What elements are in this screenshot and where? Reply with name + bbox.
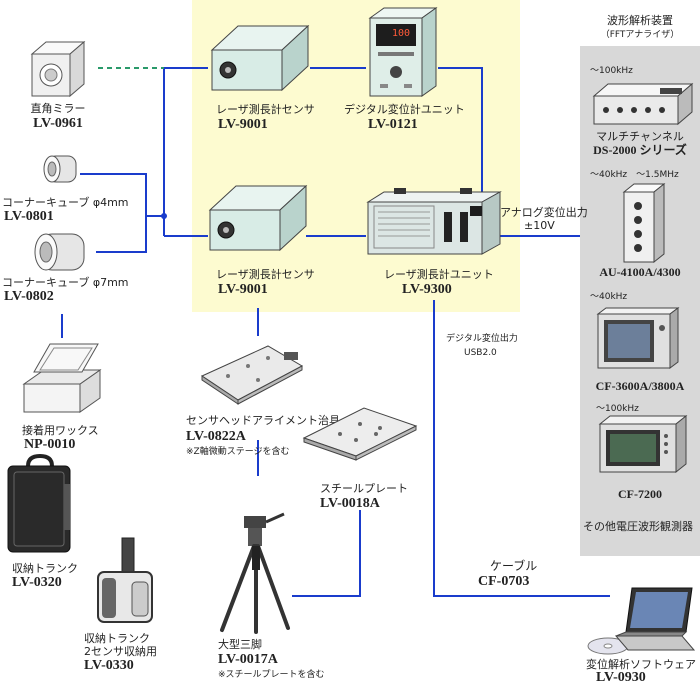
analog-output-label: アナログ変位出力 <box>500 206 588 219</box>
mirror-code: LV-0961 <box>33 116 83 131</box>
tripod-name: 大型三脚 <box>218 638 262 651</box>
sensor2-name: レーザ測長計センサ <box>216 268 315 281</box>
alignment-jig-image <box>200 345 304 405</box>
laser-measure-unit-image <box>366 188 502 255</box>
wire-software <box>433 300 610 597</box>
cable-name: ケーブル <box>490 559 538 573</box>
wire-digital-unit <box>438 67 483 192</box>
trunk-name: 収納トランク <box>12 562 78 575</box>
digital-output-label: デジタル変位出力 <box>446 334 518 344</box>
ds2000-name: マルチチャンネル <box>596 130 684 143</box>
wax-code: NP-0010 <box>24 437 76 452</box>
unit-code: LV-9300 <box>402 282 452 297</box>
sensor2-code: LV-9001 <box>218 282 268 297</box>
cube7-code: LV-0802 <box>4 289 54 304</box>
steel-plate-image <box>302 407 418 461</box>
trunk-code: LV-0320 <box>12 575 62 590</box>
cube4-name: コーナーキューブ φ4mm <box>2 196 129 209</box>
plate-name: スチールプレート <box>320 482 408 495</box>
cube4-code: LV-0801 <box>4 209 54 224</box>
digital-code: LV-0121 <box>368 117 418 132</box>
tripod-code: LV-0017A <box>218 652 278 667</box>
sensor1-name: レーザ測長計センサ <box>216 103 315 116</box>
analyzer-title: 波形解析装置 <box>607 14 673 27</box>
trunk2-code: LV-0330 <box>84 658 134 673</box>
analyzer-subtitle: （FFTアナライザ） <box>600 30 680 40</box>
cf7200-image <box>598 414 688 474</box>
digital-displacement-unit-image <box>368 7 438 97</box>
ds2000-image <box>592 82 694 126</box>
cf3600-code: CF-3600A/3800A <box>595 379 685 393</box>
wire-cube4 <box>80 173 164 217</box>
unit-name: レーザ測長計ユニット <box>384 268 494 281</box>
cf7200-code: CF-7200 <box>618 487 662 501</box>
tripod-note: ※スチールプレートを含む <box>218 670 325 680</box>
corner-cube-4mm-image <box>43 155 77 183</box>
jig-note: ※Z軸微動ステージを含む <box>186 447 290 457</box>
au4100-image <box>622 182 666 264</box>
corner-cube-7mm-image <box>34 233 85 271</box>
analog-output-range: ±10V <box>524 219 555 232</box>
wax-name: 接着用ワックス <box>22 424 99 437</box>
plate-code: LV-0018A <box>320 496 380 511</box>
junction-dot <box>161 213 167 219</box>
digital-lcd-value: 100 <box>391 28 410 39</box>
jig-name: センサヘッドアライメント治具 <box>186 414 340 427</box>
ds2000-code: DS-2000 シリーズ <box>593 143 687 157</box>
jig-code: LV-0822A <box>186 429 246 444</box>
wire-plate <box>292 510 361 597</box>
laser-sensor-2-image <box>208 184 308 252</box>
software-code: LV-0930 <box>596 670 646 685</box>
cable-code: CF-0703 <box>478 574 530 589</box>
trunk2-name1: 収納トランク <box>84 632 150 645</box>
ds2000-range: 〜100kHz <box>590 66 633 76</box>
cube7-name: コーナーキューブ φ7mm <box>2 276 129 289</box>
au4100-code: AU-4100A/4300 <box>599 265 681 279</box>
wax-box-image <box>22 343 102 413</box>
laser-sensor-1-image <box>210 24 310 92</box>
right-angle-mirror-image <box>30 40 86 98</box>
trunk2-image <box>97 537 153 623</box>
cf3600-range: 〜40kHz <box>590 292 628 302</box>
digital-name: デジタル変位計ユニット <box>344 103 465 116</box>
cf3600-image <box>596 307 680 369</box>
trunk-image <box>7 454 71 553</box>
wire-cube7 <box>96 216 147 253</box>
tripod-image <box>220 512 290 634</box>
cf7200-range: 〜100kHz <box>596 404 639 414</box>
other-instruments-label: その他電圧波形観測器 <box>583 520 693 533</box>
laptop-software-image <box>587 587 696 655</box>
digital-output-usb: USB2.0 <box>464 348 497 358</box>
software-name: 変位解析ソフトウェア <box>586 658 696 671</box>
sensor1-code: LV-9001 <box>218 117 268 132</box>
mirror-name: 直角ミラー <box>30 102 86 115</box>
au4100-range: 〜40kHz 〜1.5MHz <box>590 170 679 180</box>
trunk2-name2: 2センサ収納用 <box>84 645 157 658</box>
